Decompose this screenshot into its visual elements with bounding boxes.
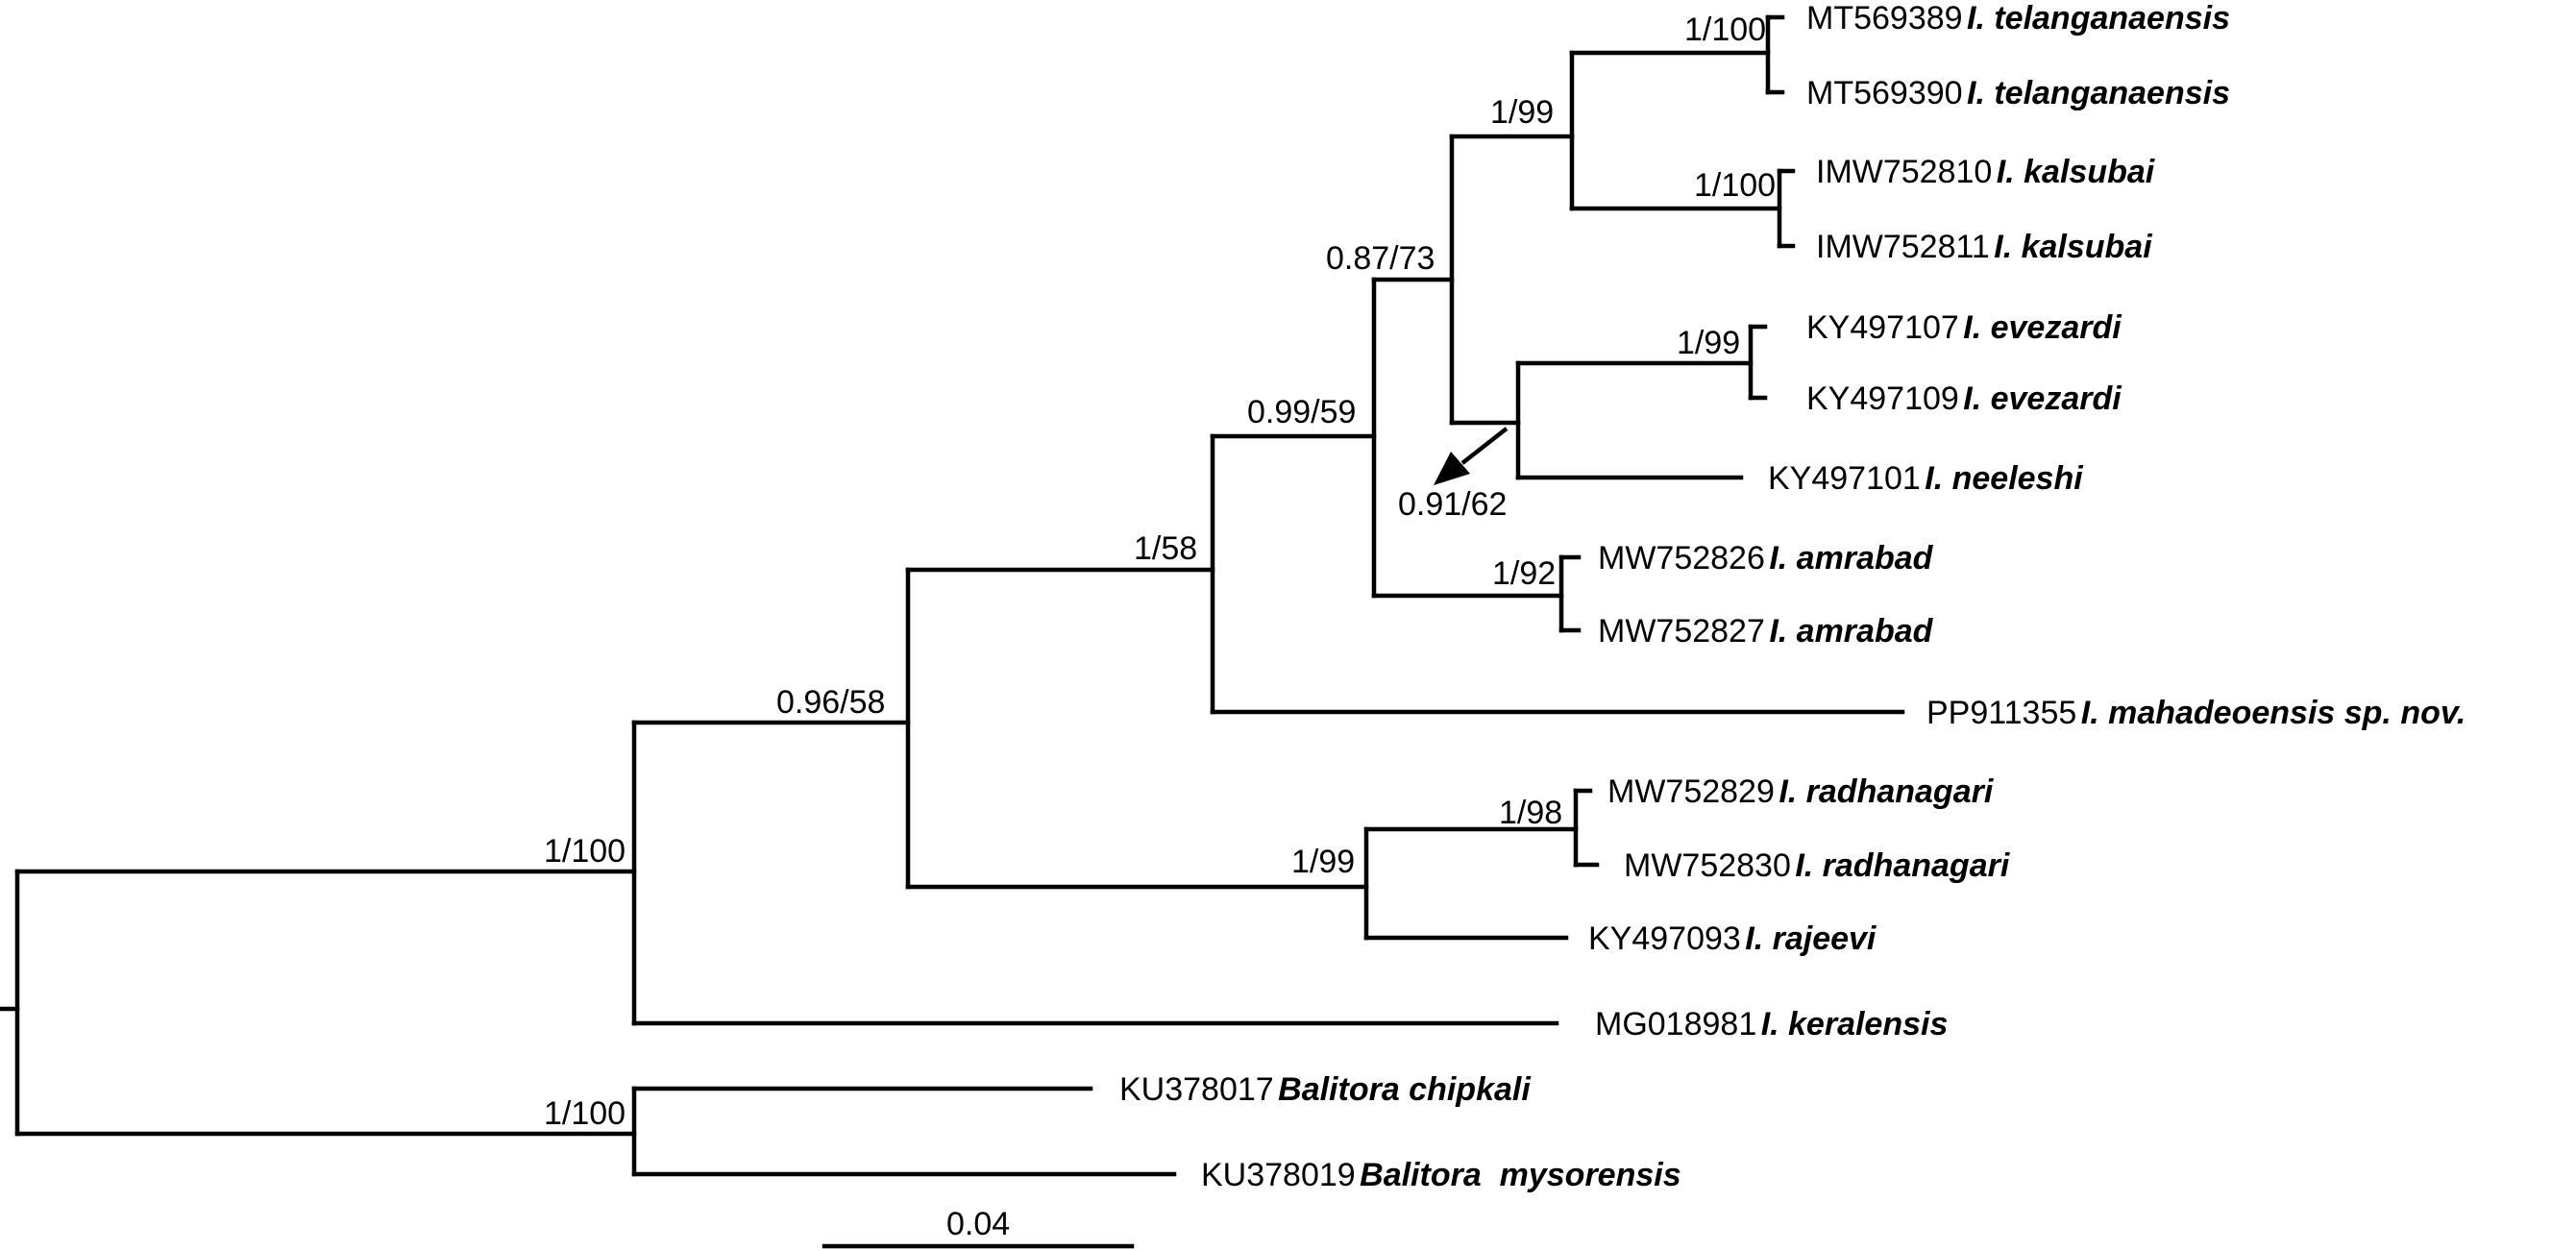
tip-label: KY497107 I. evezardi [1806, 309, 2122, 346]
support-label: 1/99 [1291, 844, 1355, 880]
tip-label: MW752827 I. amrabad [1598, 613, 1934, 650]
support-label: 0.96/58 [776, 684, 885, 721]
tip-label: KU378017 Balitora chipkali [1119, 1071, 1532, 1108]
support-label: 1/100 [1694, 167, 1776, 204]
support-label: 1/92 [1492, 555, 1556, 592]
tip-label: MW752830 I. radhanagari [1624, 847, 2011, 884]
support-label: 1/58 [1134, 530, 1197, 567]
tip-label: MW752829 I. radhanagari [1607, 773, 1995, 810]
tip-label: PP911355 I. mahadeoensis sp. nov. [1926, 695, 2466, 731]
tip-label: KY497101 I. neeleshi [1768, 460, 2084, 497]
tip-label: MT569390 I. telanganaensis [1806, 75, 2230, 111]
scale-bar-label: 0.04 [946, 1206, 1010, 1242]
support-label: 1/99 [1490, 94, 1554, 131]
arrow-icon [1434, 427, 1509, 485]
tip-label: IMW752810 I. kalsubai [1816, 154, 2156, 190]
tip-label: KY497093 I. rajeevi [1588, 920, 1877, 957]
tip-label: KU378019 Balitora mysorensis [1201, 1157, 1681, 1193]
support-label: 1/100 [544, 833, 626, 870]
support-label: 0.91/62 [1398, 486, 1507, 523]
tip-label: KY497109 I. evezardi [1806, 380, 2122, 417]
tip-label: MG018981 I. keralensis [1595, 1006, 1948, 1042]
support-label: 0.87/73 [1326, 240, 1435, 277]
support-label: 1/100 [544, 1095, 626, 1132]
scale-bar: 0.04 [822, 1206, 1135, 1249]
support-label: 1/99 [1677, 325, 1740, 361]
support-label: 0.99/59 [1247, 394, 1356, 430]
support-label: 1/98 [1499, 795, 1562, 831]
tip-label: MW752826 I. amrabad [1598, 540, 1934, 576]
tip-label: IMW752811 I. kalsubai [1816, 229, 2153, 265]
support-label: 1/100 [1684, 12, 1766, 48]
tip-label: MT569389 I. telanganaensis [1806, 0, 2230, 37]
